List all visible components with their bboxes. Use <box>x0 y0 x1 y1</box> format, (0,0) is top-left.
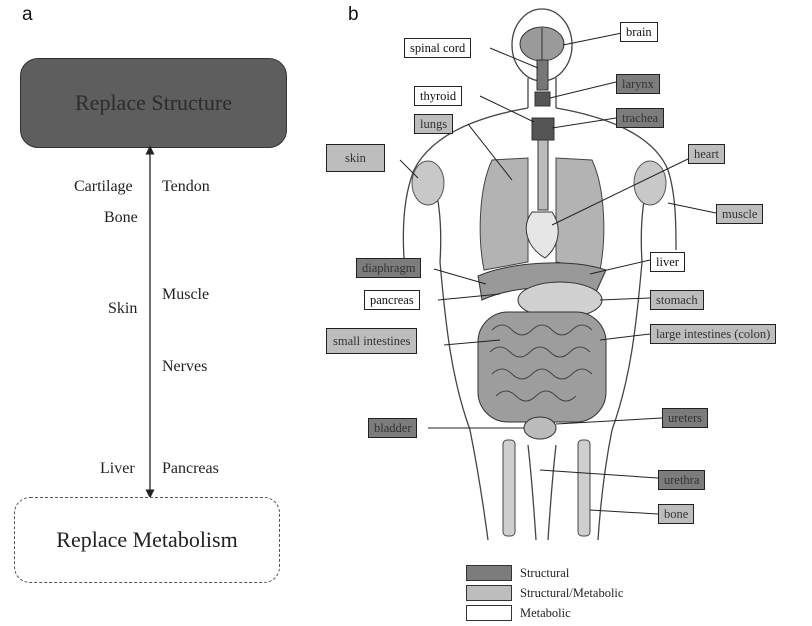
label-brain: brain <box>620 22 658 42</box>
replace-metabolism-box: Replace Metabolism <box>14 497 280 583</box>
label-bone: bone <box>658 504 694 524</box>
label-urethra: urethra <box>658 470 705 490</box>
heart-organ <box>526 212 558 258</box>
label-diaphragm: diaphragm <box>356 258 421 278</box>
label-trachea: trachea <box>616 108 664 128</box>
legend-structural-metabolic-label: Structural/Metabolic <box>520 586 623 601</box>
legend-metabolic: Metabolic <box>466 605 571 621</box>
legend-metabolic-swatch <box>466 605 512 621</box>
label-pancreas: pancreas <box>364 290 420 310</box>
leg-bones <box>503 440 590 536</box>
label-skin: skin <box>326 144 385 172</box>
panel-b-letter: b <box>348 4 359 26</box>
label-stomach: stomach <box>650 290 704 310</box>
bladder-organ <box>524 417 556 439</box>
legend-structural-metabolic: Structural/Metabolic <box>466 585 623 601</box>
legend-structural-swatch <box>466 565 512 581</box>
tissue-cartilage: Cartilage <box>74 178 133 196</box>
tissue-tendon: Tendon <box>162 178 210 196</box>
label-ureters: ureters <box>662 408 708 428</box>
tissue-pancreas: Pancreas <box>162 460 219 478</box>
legend-structural-metabolic-swatch <box>466 585 512 601</box>
label-small-intestines: small intestines <box>326 328 417 354</box>
tissue-liver: Liver <box>100 460 135 478</box>
legend-structural: Structural <box>466 565 569 581</box>
spine-trachea <box>532 60 554 210</box>
intestines-organ <box>478 312 606 422</box>
tissue-muscle: Muscle <box>162 286 209 304</box>
label-spinal-cord: spinal cord <box>404 38 471 58</box>
tissue-bone: Bone <box>104 209 138 227</box>
tissue-nerves: Nerves <box>162 358 207 376</box>
label-thyroid: thyroid <box>414 86 462 106</box>
legend-structural-label: Structural <box>520 566 569 581</box>
label-heart: heart <box>688 144 725 164</box>
tissue-skin: Skin <box>108 300 137 318</box>
label-large-intestines: large intestines (colon) <box>650 324 776 344</box>
replace-metabolism-label: Replace Metabolism <box>56 527 237 553</box>
label-liver: liver <box>650 252 685 272</box>
label-larynx: larynx <box>616 74 660 94</box>
label-bladder: bladder <box>368 418 417 438</box>
brain-organ <box>520 27 564 61</box>
legend-metabolic-label: Metabolic <box>520 606 571 621</box>
label-muscle: muscle <box>716 204 763 224</box>
label-lungs: lungs <box>414 114 453 134</box>
